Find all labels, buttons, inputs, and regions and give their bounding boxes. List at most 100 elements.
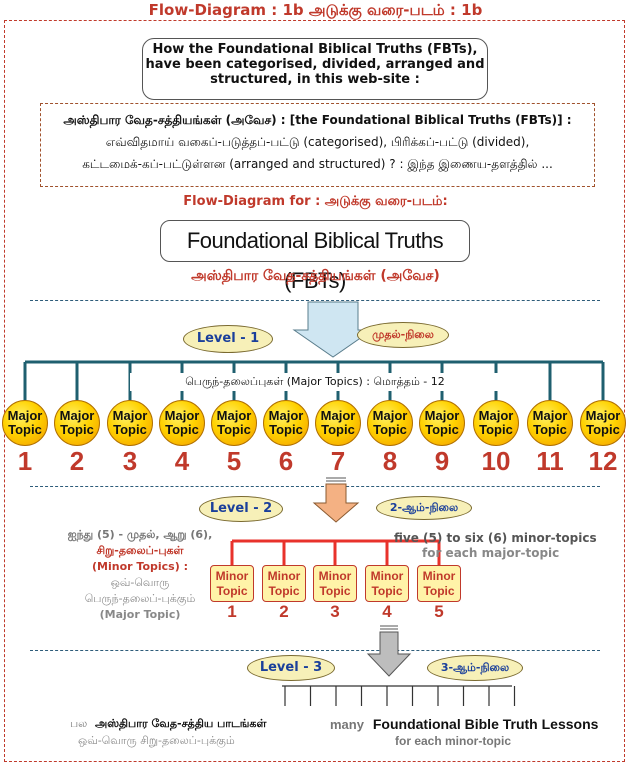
- question-line-3: structured, in this web-site :: [210, 72, 420, 87]
- lessons-en-sub: for each minor-topic: [395, 734, 512, 748]
- minor-left-line-1: ஐந்து (5) - முதல், ஆறு (6),: [67, 528, 213, 541]
- question-box: How the Foundational Biblical Truths (FB…: [142, 38, 488, 100]
- minor-left-line-5: பெருந்-தலைப்-புக்கும்: [84, 592, 196, 605]
- minor-topic-number: 1: [227, 602, 237, 621]
- lessons-tamil-main: அஸ்திபார வேத-சத்திய பாடங்கள்: [95, 717, 267, 730]
- major-topic-number: 4: [174, 446, 190, 476]
- minor-tree-drops: [230, 541, 441, 565]
- node-label-word: Topic: [319, 584, 351, 598]
- node-label-word: Topic: [321, 422, 355, 437]
- fbt-tamil-title: அஸ்திபார வேத-சத்தியங்கள் (அவேச): [191, 268, 440, 284]
- level2-tamil-label: 2-ஆம்-நிலை: [376, 496, 472, 520]
- node-label-word: Major: [112, 408, 148, 423]
- node-label-word: Topic: [165, 422, 199, 437]
- node-label-word: Topic: [216, 584, 248, 598]
- node-label-word: Minor: [422, 569, 456, 583]
- node-label-word: Major: [372, 408, 408, 423]
- minor-topic-number: 3: [330, 602, 340, 621]
- major-topic-number: 5: [226, 446, 242, 476]
- tamil-question-line-3: கட்டமைக்-கப்-பட்டுள்ளன (arranged and str…: [82, 157, 553, 171]
- major-topic-number: 9: [434, 446, 450, 476]
- node-label-word: Major: [59, 408, 95, 423]
- tamil-question-box: அஸ்திபார வேத-சத்தியங்கள் (அவேச) : [the F…: [40, 103, 595, 187]
- node-label-word: Topic: [425, 422, 459, 437]
- node-label-word: Topic: [371, 584, 403, 598]
- minor-topic-number: 4: [382, 602, 392, 621]
- diagram-frame: [4, 20, 625, 762]
- level3-label: Level - 3: [247, 655, 335, 681]
- level1-label: Level - 1: [183, 325, 273, 353]
- node-label-word: Major: [216, 408, 252, 423]
- major-topic-number: 1: [17, 446, 33, 476]
- minor-right-line-1: five (5) to six (6) minor-topics: [394, 531, 597, 545]
- node-label-word: Major: [585, 408, 621, 423]
- minor-left-line-2: சிறு-தலைப்-புகள்: [96, 544, 184, 557]
- node-label-word: Topic: [533, 422, 567, 437]
- major-topic-number: 10: [481, 446, 511, 476]
- level3-tamil-label: 3-ஆம்-நிலை: [427, 655, 523, 681]
- minor-topic-number: 5: [434, 602, 444, 621]
- node-label-word: Minor: [370, 569, 404, 583]
- node-label-word: Topic: [60, 422, 94, 437]
- node-label-word: Major: [164, 408, 200, 423]
- node-label-word: Major: [320, 408, 356, 423]
- lessons-tamil-sub: ஒவ்-வொரு சிறு-தலைப்-புக்கும்: [78, 734, 235, 747]
- lesson-ticks: [284, 686, 516, 706]
- major-topic-number: 7: [330, 446, 346, 476]
- lessons-tamil-line-1: பல அஸ்திபார வேத-சத்திய பாடங்கள்: [70, 715, 330, 732]
- node-label-word: Topic: [586, 422, 620, 437]
- level2-label: Level - 2: [199, 496, 283, 522]
- node-label-word: Minor: [318, 569, 352, 583]
- minor-topic-number: 2: [279, 602, 289, 621]
- lessons-english: many Foundational Bible Truth Lessons fo…: [330, 716, 630, 748]
- node-label-word: Topic: [373, 422, 407, 437]
- level2-arrow: [312, 483, 360, 523]
- major-topic-number: 2: [69, 446, 85, 476]
- node-label-word: Minor: [267, 569, 301, 583]
- node-label-word: Major: [478, 408, 514, 423]
- node-label-word: Topic: [269, 422, 303, 437]
- level1-tamil-label: முதல்-நிலை: [357, 322, 449, 348]
- node-label-word: Topic: [217, 422, 251, 437]
- lessons-tamil-prefix: பல: [70, 717, 88, 730]
- minor-left-text: ஐந்து (5) - முதல், ஆறு (6), சிறு-தலைப்-ப…: [40, 527, 240, 623]
- minor-left-line-3: (Minor Topics) :: [92, 560, 188, 573]
- minor-left-line-4: ஒவ்-வொரு: [110, 576, 170, 589]
- page-title: Flow-Diagram : 1b அடுக்கு வரை-படம் : 1b: [148, 1, 483, 19]
- divider-1: [30, 300, 600, 301]
- minor-right-line-2: for each major-topic: [422, 546, 560, 560]
- level3-arrow: [366, 631, 412, 677]
- level1-arrow: [292, 301, 374, 358]
- lessons-en-prefix: many: [330, 717, 364, 732]
- minor-right-text: five (5) to six (6) minor-topics for eac…: [394, 531, 614, 561]
- node-label-word: Topic: [423, 584, 455, 598]
- major-topic-number: 8: [382, 446, 398, 476]
- major-topic-number: 6: [278, 446, 294, 476]
